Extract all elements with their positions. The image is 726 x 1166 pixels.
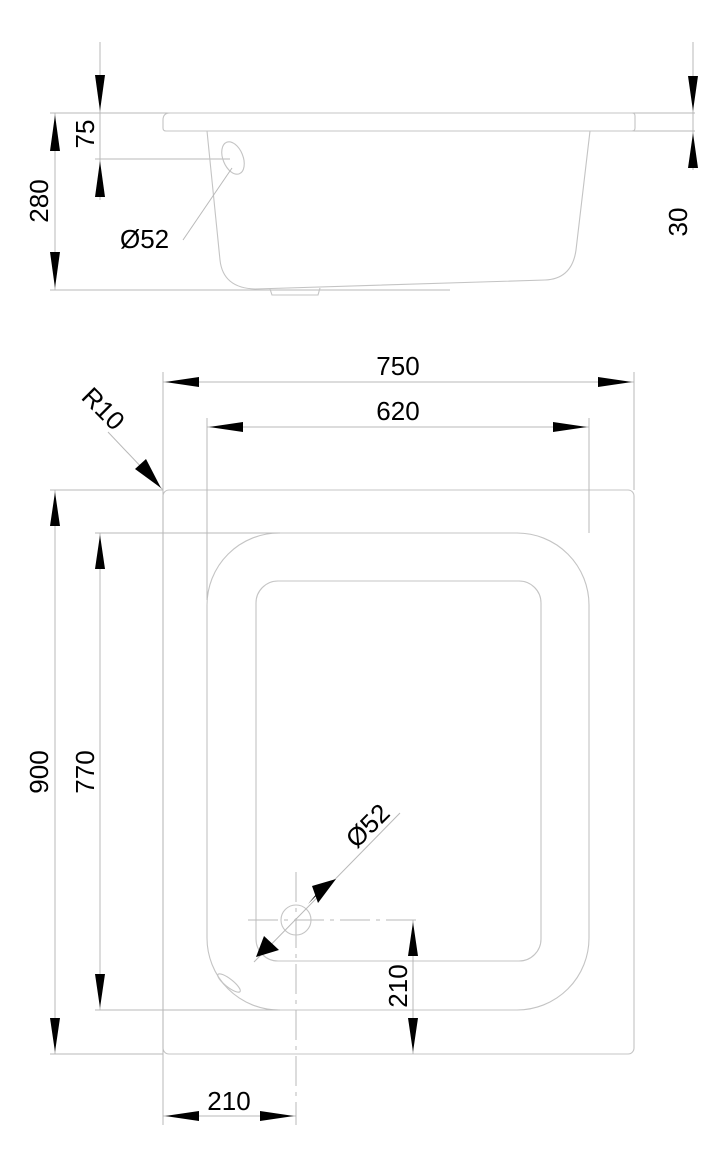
dim-label-620: 620: [376, 396, 419, 426]
overflow-leader-line: [182, 167, 233, 241]
overflow-slot: [217, 973, 241, 993]
arrow-30-bottom: [688, 133, 698, 168]
arrow-750-left: [165, 377, 199, 387]
arrow-770-top: [95, 535, 105, 569]
arrow-620-left: [209, 422, 243, 432]
dim-label-overflow-diameter: Ø52: [120, 224, 169, 254]
arrow-75-top: [95, 75, 105, 111]
basin-outer-outline: [206, 532, 590, 1011]
basin-floor-outline: [255, 580, 542, 962]
drain-hole: [280, 904, 312, 936]
arrow-750-right: [598, 377, 632, 387]
overflow-hole: [221, 141, 245, 175]
arrow-drain-lower-head: [256, 936, 279, 957]
dim-label-75: 75: [70, 120, 100, 149]
dim-label-280: 280: [24, 179, 54, 222]
dim-label-r10: R10: [76, 381, 131, 436]
plan-view: 750 620 R10 900 770 Ø52: [24, 351, 635, 1125]
drain-stub: [269, 287, 321, 296]
arrow-30-top: [688, 76, 698, 111]
arrow-drain-upper-head: [312, 879, 336, 903]
arrow-900-bottom: [50, 1018, 60, 1052]
dim-label-900: 900: [24, 750, 54, 793]
arrow-210v-top: [408, 922, 418, 956]
dim-label-drain-diameter: Ø52: [340, 798, 396, 854]
arrow-75-bottom: [95, 161, 105, 197]
arrow-770-bottom: [95, 974, 105, 1008]
arrow-210h-right: [260, 1111, 294, 1121]
arrow-280-top: [50, 115, 60, 151]
arrow-r10: [135, 459, 161, 488]
dim-label-30: 30: [663, 208, 693, 237]
dim-label-210-horizontal: 210: [207, 1086, 250, 1116]
arrow-280-bottom: [50, 252, 60, 288]
side-view: 75 280 Ø52 30: [24, 42, 698, 296]
arrow-620-right: [553, 422, 587, 432]
dim-label-770: 770: [70, 750, 100, 793]
arrow-900-top: [50, 492, 60, 526]
arrow-210h-left: [165, 1111, 199, 1121]
tub-rim-outline: [162, 112, 636, 132]
arrow-210v-bottom: [408, 1018, 418, 1052]
tub-body-outline: [206, 130, 591, 290]
dim-label-210-vertical: 210: [383, 964, 413, 1007]
dim-label-750: 750: [376, 351, 419, 381]
